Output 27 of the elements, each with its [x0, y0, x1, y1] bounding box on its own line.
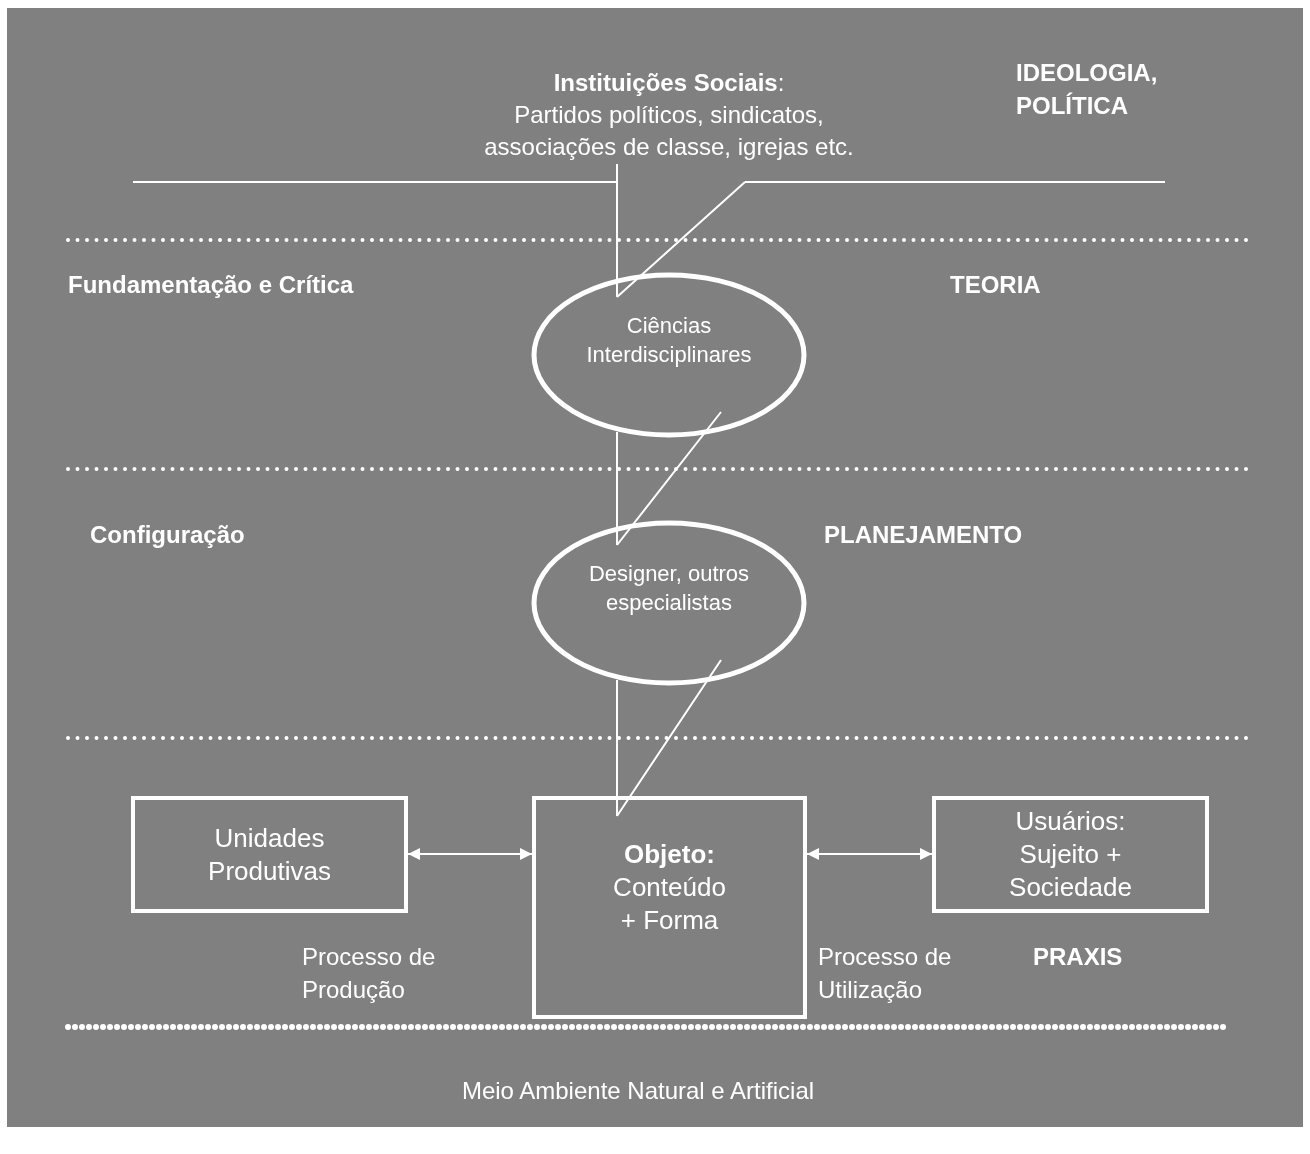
- process-box: [932, 796, 1209, 913]
- node-heading: Objeto:: [624, 838, 715, 871]
- ellipse-node: [532, 521, 806, 685]
- label-text: Meio Ambiente Natural e Artificial: [460, 1076, 816, 1106]
- node-text: Ciências Interdisciplinares: [585, 312, 753, 369]
- label-text: PLANEJAMENTO: [824, 520, 1024, 550]
- label-text: TEORIA: [950, 270, 1042, 300]
- node-heading: Instituições Sociais:: [553, 68, 785, 98]
- double-arrow: [407, 848, 533, 860]
- node-text: Unidades Produtivas: [207, 821, 332, 888]
- label-text: PRAXIS: [1033, 942, 1124, 972]
- label-text: Fundamentação e Crítica: [68, 270, 355, 300]
- node-text: Partidos políticos, sindicatos, associações de classe, igrejas etc.: [483, 100, 855, 162]
- label-text: Processo de Utilização: [818, 942, 953, 1005]
- lightning-connector: [616, 659, 722, 817]
- label-text: Configuração: [90, 520, 246, 550]
- node-text: Conteúdo + Forma: [612, 871, 727, 937]
- process-box: [131, 796, 408, 913]
- label-text: Processo de Produção: [302, 942, 437, 1005]
- label-text: IDEOLOGIA, POLÍTICA: [1016, 58, 1159, 121]
- double-arrow: [806, 848, 933, 860]
- node-text: Usuários: Sujeito + Sociedade: [1008, 805, 1133, 904]
- node-text: Designer, outros especialistas: [587, 560, 751, 617]
- lightning-connector: [132, 163, 1166, 298]
- lightning-connector: [616, 411, 722, 546]
- ellipse-node: [532, 273, 806, 437]
- process-box: [532, 796, 807, 1019]
